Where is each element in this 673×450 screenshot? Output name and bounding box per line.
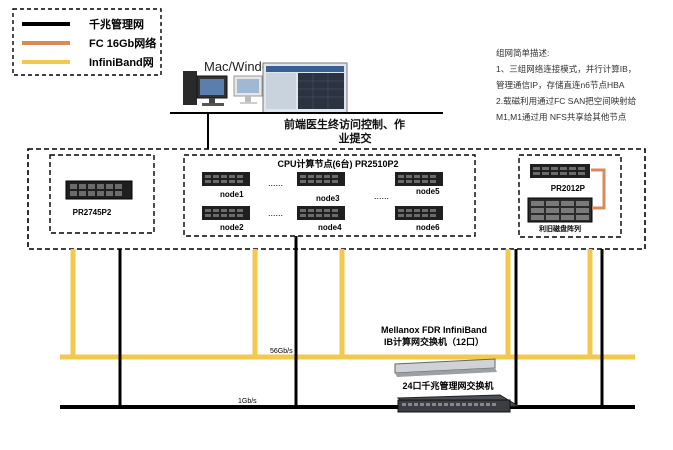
legend: 千兆管理网 FC 16Gb网络 InfiniBand网 xyxy=(12,8,162,76)
workstation-caption-line1: 前端医生终访问控制、作 xyxy=(284,117,405,131)
node-label: node4 xyxy=(318,223,342,232)
ib-speed-label: 56Gb/s xyxy=(270,348,293,355)
node-label: node3 xyxy=(316,194,340,203)
server-icon xyxy=(530,164,590,178)
ib-switch-label-line2: IB计算网交换机（12口） xyxy=(384,336,484,347)
imac-icon xyxy=(233,75,263,104)
node-label: node1 xyxy=(220,190,244,199)
compute-node-6: node6 xyxy=(395,206,443,232)
node-label: node6 xyxy=(416,223,440,232)
ib-switch-icon xyxy=(394,358,497,377)
workstation: Mac/Windows xyxy=(170,59,443,149)
fc-link xyxy=(591,168,606,210)
compute-group-title: CPU计算节点(6台) PR2510P2 xyxy=(277,158,398,169)
storage-server-box: PR2012P 利旧磁盘阵列 xyxy=(518,154,622,238)
compute-node-5: node5 xyxy=(395,172,443,196)
compute-node-1: node1 xyxy=(202,172,250,199)
monitor-icon xyxy=(262,62,348,114)
infiniband-network xyxy=(60,249,635,360)
left-server-label: PR2745P2 xyxy=(73,208,112,217)
left-server-box: PR2745P2 xyxy=(49,154,155,234)
storage-server-label: PR2012P xyxy=(551,184,586,193)
legend-fc-label: FC 16Gb网络 xyxy=(89,36,156,50)
notes-line-0: 组网简单描述: xyxy=(496,48,549,58)
compute-node-group: CPU计算节点(6台) PR2510P2 node1 node3 node5 n… xyxy=(183,154,476,237)
mgmt-switch: 24口千兆管理网交换机 xyxy=(396,380,520,413)
mgmt-switch-icon xyxy=(396,394,520,413)
server-icon xyxy=(65,180,133,200)
notes-line-2: 管理通信IP，存储直连n6节点HBA xyxy=(496,80,625,90)
node-label: node2 xyxy=(220,223,244,232)
disk-array-label: 利旧磁盘阵列 xyxy=(539,224,581,233)
workstation-caption-line2: 业提交 xyxy=(339,131,372,145)
compute-node-3: node3 xyxy=(297,172,345,203)
management-network xyxy=(60,236,635,409)
desktop-pc-icon xyxy=(183,71,228,106)
nodes-ellipsis-top: ...... xyxy=(268,178,283,188)
mgmt-switch-label: 24口千兆管理网交换机 xyxy=(402,380,493,391)
ib-switch: Mellanox FDR InfiniBand IB计算网交换机（12口） xyxy=(381,325,497,377)
nodes-ellipsis-bottom: ...... xyxy=(268,208,283,218)
node-label: node5 xyxy=(416,187,440,196)
notes-line-1: 1、三组网络连接模式，并行计算IB， xyxy=(496,64,636,74)
compute-node-4: node4 xyxy=(297,206,345,232)
network-notes: 组网简单描述: 1、三组网络连接模式，并行计算IB， 管理通信IP，存储直连n6… xyxy=(496,48,637,122)
legend-mgmt-label: 千兆管理网 xyxy=(89,17,144,31)
mgmt-speed-label: 1Gb/s xyxy=(238,398,257,405)
nodes-ellipsis-mid: ...... xyxy=(374,191,389,201)
notes-line-4: M1,M1通过用 NFS共享给其他节点 xyxy=(496,112,627,122)
compute-node-2: node2 xyxy=(202,206,250,232)
notes-line-3: 2.载磁利用通过FC SAN把空间映射给 xyxy=(496,96,637,106)
ib-switch-label-line1: Mellanox FDR InfiniBand xyxy=(381,325,487,335)
server-rack-enclosure xyxy=(27,148,646,250)
legend-ib-label: InfiniBand网 xyxy=(89,56,154,69)
disk-array-icon xyxy=(527,197,593,223)
